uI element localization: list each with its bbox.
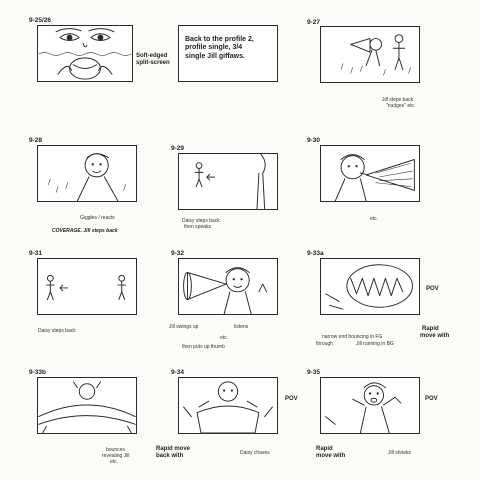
jill-speaks-drawing <box>334 154 415 201</box>
jill-giggles-drawing <box>48 153 126 201</box>
panel-note: etc. <box>370 216 379 222</box>
panel-note: POV <box>426 286 439 292</box>
panel-frame[interactable] <box>320 258 420 315</box>
daisy-steps-back-drawing <box>194 154 266 209</box>
panel-note: Rapid move <box>156 446 191 452</box>
panel-9-35: 9-35 POV Rapid move with Jill shrieks <box>307 360 480 480</box>
split-screen-faces-drawing <box>38 28 132 80</box>
panel-number: 9-25/26 <box>29 17 52 24</box>
panel-caption: Back to the profile 2, profile single, 3… <box>160 0 320 120</box>
panel-9-34: 9-34 POV Rapid move back with Daisy chas… <box>156 360 320 480</box>
panel-9-27: 9-27 Jill steps back "nudges" etc. <box>307 0 480 120</box>
panel-frame[interactable] <box>37 145 137 202</box>
panel-note: COVERAGE. Jill steps back <box>52 228 118 234</box>
panel-number: 9-34 <box>171 369 185 376</box>
panel-frame[interactable] <box>320 377 420 434</box>
panel-frame[interactable] <box>37 25 133 82</box>
panel-note: back with <box>156 453 184 459</box>
pov-mouth-drawing <box>325 264 413 310</box>
panel-caption-text: Back to the profile 2, profile single, 3… <box>185 36 254 60</box>
panel-number: 9-31 <box>29 250 43 257</box>
panel-note: POV <box>285 396 298 402</box>
panel-note: Rapid <box>422 326 439 332</box>
panel-number: 9-32 <box>171 250 185 257</box>
panel-number: 9-35 <box>307 369 321 376</box>
panel-note: Jill steps back <box>382 97 414 103</box>
panel-note: etc. <box>110 459 119 465</box>
panel-frame[interactable] <box>178 377 278 434</box>
jill-and-daisy-drawing <box>340 34 411 76</box>
panel-frame[interactable] <box>37 258 137 315</box>
panel-note: then puts up thumb <box>182 344 225 350</box>
panel-note: then speaks <box>184 224 211 230</box>
panel-note: bounces <box>106 447 125 453</box>
panel-frame[interactable] <box>37 377 137 434</box>
panel-note: through <box>316 341 333 347</box>
cone-bounces-drawing <box>38 381 136 433</box>
panel-note: Giggles / reacts <box>80 215 115 221</box>
panel-note: Daisy chases <box>240 450 270 456</box>
two-figures-wide-drawing <box>45 274 127 301</box>
panel-frame[interactable]: Back to the profile 2, profile single, 3… <box>178 25 278 82</box>
panel-note: Daisy steps back <box>182 218 220 224</box>
panel-9-31: 9-31 Daisy steps back <box>0 240 160 360</box>
panel-9-33a: 9-33a POV Rapid move with narrow end bou… <box>307 240 480 360</box>
panel-number: 9-33b <box>29 369 46 376</box>
panel-note: split-screen <box>136 60 170 66</box>
panel-note: move with <box>420 333 450 339</box>
jill-swings-up-drawing <box>183 267 268 314</box>
panel-note: POV <box>425 396 438 402</box>
panel-note: etc. <box>220 335 229 341</box>
panel-9-25-26: 9-25/26 Soft-edged split-screen <box>0 0 170 120</box>
panel-number: 9-27 <box>307 19 321 26</box>
panel-note: narrow end bouncing in FG <box>322 334 383 340</box>
panel-note: Jill shrieks <box>388 450 412 456</box>
panel-frame[interactable] <box>320 145 420 202</box>
panel-note: Jill swings up <box>169 324 199 330</box>
panel-note: revealing Jill <box>102 453 130 459</box>
panel-number: 9-29 <box>171 145 185 152</box>
panel-number: 9-30 <box>307 137 321 144</box>
panel-frame[interactable] <box>178 153 278 210</box>
panel-note: Jill running in BG <box>356 341 394 347</box>
panel-note: "nudges" etc. <box>386 103 416 109</box>
panel-note: Rapid <box>316 446 333 452</box>
panel-9-29: 9-29 Daisy steps back then speaks <box>160 120 320 240</box>
panel-frame[interactable] <box>178 258 278 315</box>
panel-9-32: 9-32 Jill swings up listens etc. then pu… <box>160 240 320 360</box>
panel-frame[interactable] <box>320 26 420 83</box>
daisy-chases-drawing <box>183 381 273 433</box>
jill-shrieks-drawing <box>325 382 402 433</box>
panel-note: move with <box>316 453 346 459</box>
panel-number: 9-33a <box>307 250 324 257</box>
panel-note: listens <box>234 324 249 330</box>
panel-9-28: 9-28 Giggles / reacts COVERAGE. Jill ste… <box>0 120 160 240</box>
panel-number: 9-28 <box>29 137 43 144</box>
panel-note: Daisy steps back <box>38 328 76 334</box>
panel-9-30: 9-30 etc. <box>307 120 480 240</box>
panel-note: Soft-edged <box>136 53 168 59</box>
panel-9-33b: 9-33b bounces revealing Jill etc. <box>0 360 160 480</box>
